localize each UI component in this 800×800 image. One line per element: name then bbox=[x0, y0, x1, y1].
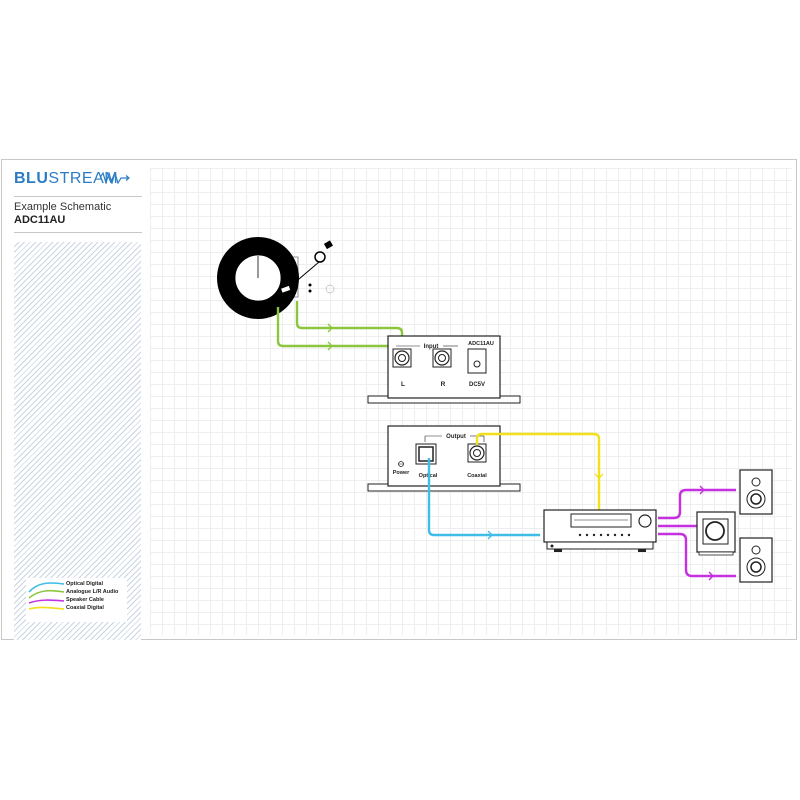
speaker-cables bbox=[658, 485, 736, 581]
coaxial-rca-port bbox=[467, 443, 487, 463]
dc-power-jack bbox=[467, 348, 487, 374]
input-section-label: Input bbox=[424, 344, 439, 350]
av-receiver-icon bbox=[543, 509, 657, 552]
turntable-icon bbox=[217, 237, 335, 319]
output-section-label: Output bbox=[446, 434, 466, 440]
schematic-frame: BLUSTREAM Example Schematic ADC11AU Opti… bbox=[1, 159, 797, 640]
legend-item-coaxial: Coaxial Digital bbox=[66, 605, 104, 611]
legend-item-optical: Optical Digital bbox=[66, 581, 103, 587]
model-title: ADC11AU bbox=[14, 214, 66, 226]
legend-item-analogue: Analogue L/R Audio bbox=[66, 589, 119, 595]
power-led-icon bbox=[398, 461, 404, 467]
adc11au-input-unit: Input ADC11AU L R DC5V bbox=[367, 335, 521, 404]
input-dc-label: DC5V bbox=[469, 382, 485, 388]
logo-wave-icon bbox=[100, 172, 130, 184]
schematic-subtitle: Example Schematic bbox=[14, 201, 112, 213]
bookshelf-speaker-icon bbox=[739, 469, 773, 515]
subwoofer-icon bbox=[696, 511, 736, 556]
legend-item-speaker: Speaker Cable bbox=[66, 597, 104, 603]
rca-right-jack bbox=[432, 348, 452, 368]
logo-bold-text: BLU bbox=[14, 170, 49, 187]
input-right-label: R bbox=[441, 381, 446, 388]
schematic-canvas: Input ADC11AU L R DC5V bbox=[150, 168, 792, 635]
output-coaxial-label: Coaxial bbox=[467, 473, 487, 479]
bookshelf-speaker-icon bbox=[739, 537, 773, 583]
divider bbox=[14, 232, 142, 233]
legend-swatches bbox=[28, 582, 65, 610]
output-power-label: Power bbox=[393, 470, 410, 476]
speaker-flow-arrow bbox=[708, 571, 714, 581]
hatched-panel: Optical Digital Analogue L/R Audio Speak… bbox=[14, 242, 141, 640]
logo-thin-text: STREAM bbox=[48, 170, 119, 187]
optical-cable bbox=[427, 458, 540, 540]
divider bbox=[14, 196, 142, 197]
blustream-logo: BLUSTREAM bbox=[14, 170, 118, 188]
sidebar: BLUSTREAM Example Schematic ADC11AU Opti… bbox=[14, 168, 142, 640]
speaker-flow-arrow bbox=[699, 485, 705, 495]
adc11au-output-unit: Output Power Optical Coaxial bbox=[367, 425, 521, 492]
input-left-label: L bbox=[401, 381, 405, 388]
schematic-diagram: Input ADC11AU L R DC5V bbox=[217, 237, 773, 583]
analogue-flow-arrow bbox=[327, 323, 333, 333]
rca-left-jack bbox=[392, 348, 412, 368]
optical-flow-arrow bbox=[487, 530, 493, 540]
analogue-flow-arrow bbox=[327, 341, 333, 351]
coaxial-cable bbox=[475, 432, 604, 510]
input-model-label: ADC11AU bbox=[468, 341, 494, 347]
cable-legend: Optical Digital Analogue L/R Audio Speak… bbox=[26, 578, 127, 622]
coaxial-flow-arrow bbox=[594, 473, 604, 479]
optical-toslink-port bbox=[415, 443, 437, 465]
